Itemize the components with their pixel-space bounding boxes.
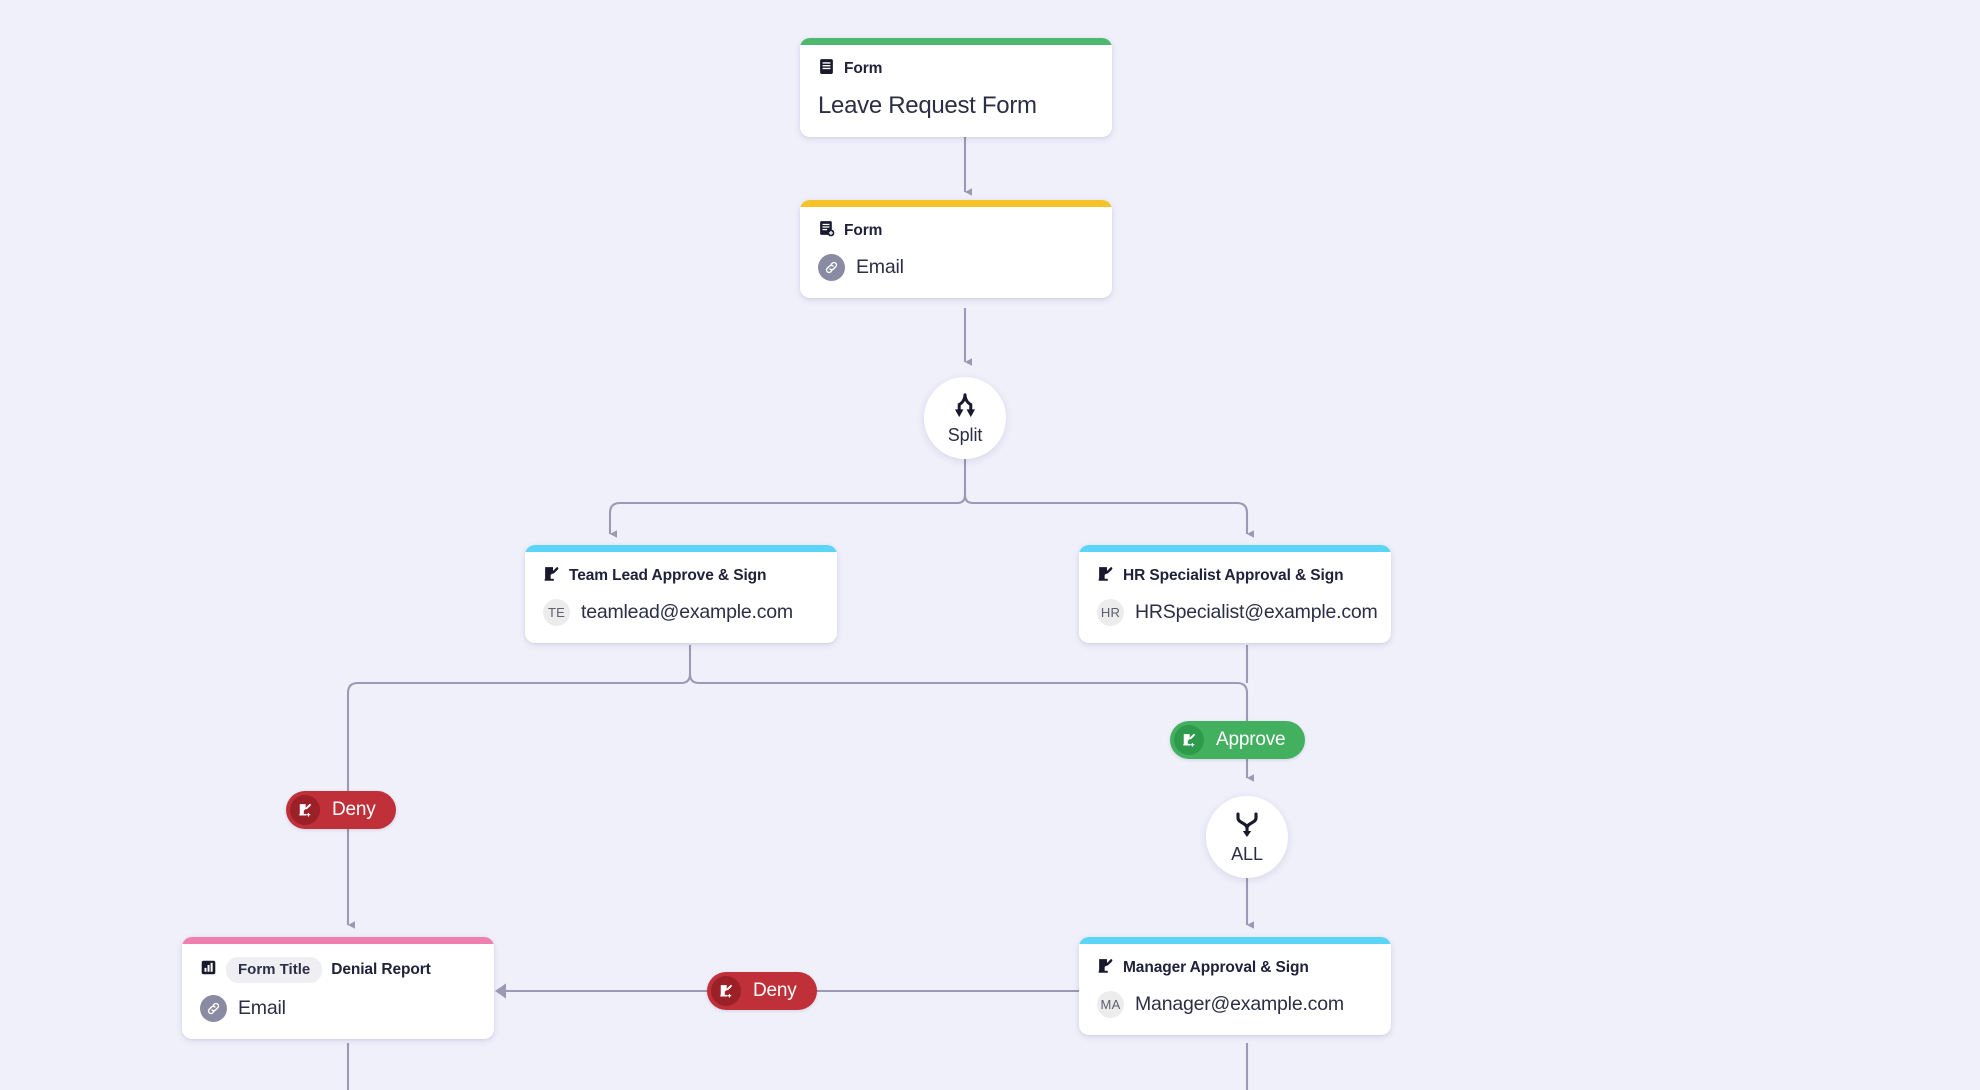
edge-bus-to-deny-left <box>346 673 692 929</box>
node-all-label: ALL <box>1231 844 1263 864</box>
node-accent-bar <box>525 545 837 552</box>
node-title: Denial Report <box>331 961 431 978</box>
sign-approve-icon <box>543 565 560 587</box>
node-accent-bar <box>182 937 494 944</box>
node-team-lead-approve[interactable]: Team Lead Approve & Sign TE teamlead@exa… <box>525 545 837 643</box>
sign-approve-icon <box>1174 725 1204 755</box>
node-split-label: Split <box>947 424 983 445</box>
node-denial-report[interactable]: Form Title Denial Report Email <box>182 937 494 1039</box>
edge-split-to-teamlead <box>608 494 967 538</box>
assignee-email: HRSpecialist@example.com <box>1135 601 1378 623</box>
sign-deny-icon <box>290 795 320 825</box>
node-sub-label: Email <box>238 997 286 1019</box>
node-split[interactable]: Split <box>924 377 1006 459</box>
form-title-pill: Form Title <box>226 957 323 983</box>
node-email-form[interactable]: Form Email <box>800 200 1112 298</box>
condition-label: Approve <box>1216 729 1286 750</box>
node-header-label: HR Specialist Approval & Sign <box>1123 567 1344 584</box>
sign-approve-icon <box>1097 565 1114 587</box>
node-header-label: Manager Approval & Sign <box>1123 959 1309 976</box>
assignee-email: Manager@example.com <box>1135 993 1344 1015</box>
sign-approve-icon <box>1097 957 1114 979</box>
avatar: MA <box>1097 991 1124 1018</box>
condition-deny-manager[interactable]: Deny <box>707 972 817 1010</box>
avatar: TE <box>543 599 570 626</box>
node-accent-bar <box>800 200 1112 207</box>
arrow-into-denial <box>495 983 506 999</box>
chart-report-icon <box>200 959 217 981</box>
condition-label: Deny <box>332 799 376 820</box>
node-hr-specialist-approval[interactable]: HR Specialist Approval & Sign HR HRSpeci… <box>1079 545 1391 643</box>
assignee-email: teamlead@example.com <box>581 601 793 623</box>
node-header-label: Form <box>844 222 883 239</box>
condition-label: Deny <box>753 980 797 1001</box>
condition-approve[interactable]: Approve <box>1170 721 1306 759</box>
sign-deny-icon <box>711 976 741 1006</box>
condition-deny-teamlead[interactable]: Deny <box>286 791 396 829</box>
link-icon <box>200 995 227 1022</box>
node-sub-label: Email <box>856 256 904 278</box>
node-accent-bar <box>800 38 1112 45</box>
node-header-label: Team Lead Approve & Sign <box>569 567 767 584</box>
node-all-join[interactable]: ALL <box>1206 796 1288 878</box>
edge-bus-horizontal <box>688 673 1249 720</box>
node-leave-request-form[interactable]: Form Leave Request Form <box>800 38 1112 137</box>
merge-join-icon <box>1233 811 1261 844</box>
split-branch-icon <box>950 392 980 425</box>
node-title: Leave Request Form <box>818 92 1037 119</box>
node-header-label: Form <box>844 60 883 77</box>
node-accent-bar <box>1079 545 1391 552</box>
node-manager-approval[interactable]: Manager Approval & Sign MA Manager@examp… <box>1079 937 1391 1035</box>
form-document-icon <box>818 58 835 80</box>
form-add-icon <box>818 220 835 242</box>
edge-split-to-hr <box>963 494 1254 538</box>
avatar: HR <box>1097 599 1124 626</box>
link-icon <box>818 254 845 281</box>
node-accent-bar <box>1079 937 1391 944</box>
